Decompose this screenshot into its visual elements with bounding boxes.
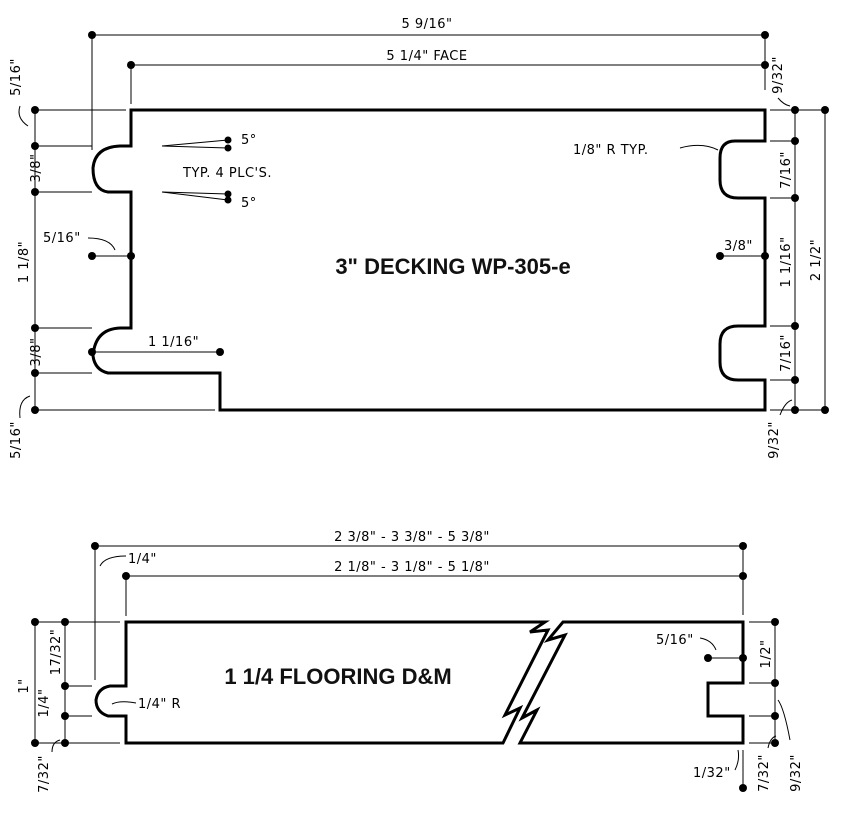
decking-overall-width-label: 5 9/16" xyxy=(401,17,452,32)
flooring-right-bottom-label: 7/32" xyxy=(757,754,772,792)
decking-groove-depth-right-label: 3/8" xyxy=(724,239,753,254)
decking-overall-height-label: 2 1/2" xyxy=(809,239,824,281)
flooring-left-groove-label: 1/4" xyxy=(37,689,52,718)
decking-right-upper-label: 7/16" xyxy=(779,151,794,189)
decking-angle-note: TYP. 4 PLC'S. xyxy=(182,166,272,181)
flooring-left-offset-label: 1/4" xyxy=(128,552,157,567)
decking-drawing: 5 9/16" 5 1/4" FACE 5/16" 3/8" 1 1/8" 3/… xyxy=(9,17,829,459)
flooring-groove-radius-label: 1/4" R xyxy=(138,697,181,712)
decking-face-width-label: 5 1/4" FACE xyxy=(386,49,467,64)
flooring-title: 1 1/4 FLOORING D&M xyxy=(224,664,451,689)
decking-radius-note: 1/8" R TYP. xyxy=(573,143,649,158)
decking-right-top-offset-label: 9/32" xyxy=(771,56,786,94)
decking-angle-top-label: 5° xyxy=(241,133,257,148)
decking-right-lower-label: 7/16" xyxy=(779,334,794,372)
decking-notch-width-label: 1 1/16" xyxy=(148,335,199,350)
decking-right-bottom-offset-label: 9/32" xyxy=(767,421,782,459)
flooring-right-far-label: 9/32" xyxy=(789,754,804,792)
decking-groove-lower-label: 3/8" xyxy=(29,338,44,367)
decking-left-bottom-offset-label: 5/16" xyxy=(9,421,24,459)
dim-node xyxy=(127,61,135,69)
flooring-right-upper-label: 1/2" xyxy=(759,640,774,669)
flooring-drawing: 2 3/8" - 3 3/8" - 5 3/8" 2 1/8" - 3 1/8"… xyxy=(17,530,804,793)
decking-angle-bottom-label: 5° xyxy=(241,196,257,211)
flooring-left-upper-label: 17/32" xyxy=(49,629,64,675)
decking-middle-left-label: 1 1/8" xyxy=(17,241,32,283)
flooring-overall-width-label: 2 3/8" - 3 3/8" - 5 3/8" xyxy=(334,530,490,545)
flooring-bottom-offset-label: 1/32" xyxy=(693,766,731,781)
decking-right-middle-label: 1 1/16" xyxy=(779,236,794,287)
flooring-face-width-label: 2 1/8" - 3 1/8" - 5 1/8" xyxy=(334,560,490,575)
decking-groove-upper-label: 3/8" xyxy=(29,154,44,183)
flooring-left-bottom-label: 7/32" xyxy=(37,755,52,793)
flooring-profile xyxy=(94,620,551,745)
flooring-profile-right xyxy=(517,620,745,745)
flooring-thickness-label: 1" xyxy=(17,678,32,693)
decking-groove-depth-left-label: 5/16" xyxy=(43,231,81,246)
decking-title: 3" DECKING WP-305-e xyxy=(335,254,570,279)
dim-node xyxy=(88,31,96,39)
decking-left-top-offset-label: 5/16" xyxy=(9,58,24,96)
flooring-tongue-depth-label: 5/16" xyxy=(656,633,694,648)
dim-node xyxy=(761,61,769,69)
dim-node xyxy=(761,31,769,39)
decking-profile xyxy=(91,108,767,412)
